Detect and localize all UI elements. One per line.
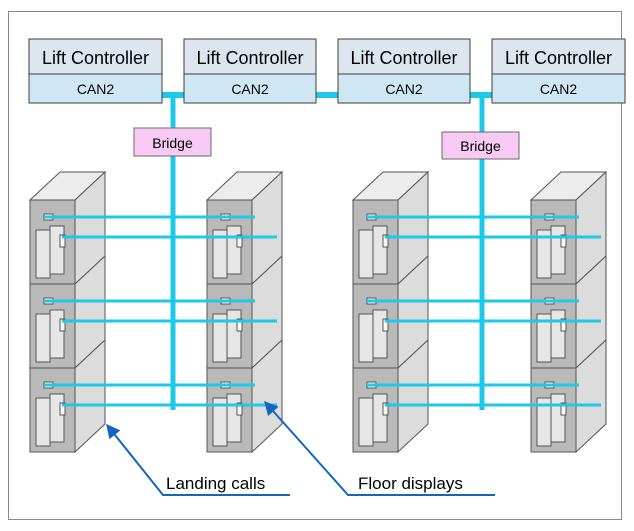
landing-call-panel xyxy=(236,402,243,416)
landing-call-panel xyxy=(560,318,567,332)
floor-cabinet xyxy=(530,254,607,370)
lift-door xyxy=(49,309,65,359)
lift-door xyxy=(35,397,51,447)
lift-door xyxy=(550,309,566,359)
lift-door xyxy=(372,309,388,359)
floor-cabinet xyxy=(352,338,429,454)
cabinet-side xyxy=(397,338,429,454)
lift-door xyxy=(35,313,51,363)
lift-controller-3: Lift Controller CAN2 xyxy=(337,38,471,104)
lift-shaft-4 xyxy=(529,170,608,454)
lift-door xyxy=(358,229,374,279)
lift-door xyxy=(372,225,388,275)
lift-door xyxy=(226,225,242,275)
cabinet-side xyxy=(74,338,106,454)
landing-calls-arrow xyxy=(106,423,290,496)
floor-displays-arrow xyxy=(264,400,495,496)
floor-cabinet xyxy=(29,254,106,370)
landing-call-panel xyxy=(560,234,567,248)
lift-controller-2: Lift Controller CAN2 xyxy=(183,38,317,104)
floor-branches xyxy=(44,215,601,407)
lift-door xyxy=(49,393,65,443)
controller-bus-label: CAN2 xyxy=(231,81,269,97)
controller-bus-label: CAN2 xyxy=(540,81,578,97)
landing-call-panel xyxy=(59,318,66,332)
controller-bus-label: CAN2 xyxy=(77,81,115,97)
lift-door xyxy=(226,393,242,443)
controller-title: Lift Controller xyxy=(42,48,149,68)
controller-title: Lift Controller xyxy=(196,48,303,68)
lift-controller-4: Lift Controller CAN2 xyxy=(491,38,626,104)
lift-door xyxy=(35,229,51,279)
lift-door xyxy=(372,393,388,443)
lift-shaft-2 xyxy=(205,170,284,454)
floor-cabinet xyxy=(29,338,106,454)
floor-cabinet xyxy=(530,170,607,286)
landing-call-panel xyxy=(59,402,66,416)
cabinet-side xyxy=(251,338,283,454)
controller-title: Lift Controller xyxy=(350,48,457,68)
bridge-left: Bridge xyxy=(133,127,212,157)
controller-bus-label: CAN2 xyxy=(385,81,423,97)
landing-calls-callout: Landing calls xyxy=(106,423,290,496)
bridge-label: Bridge xyxy=(152,135,193,151)
lift-shaft-3 xyxy=(351,170,430,454)
floor-cabinet xyxy=(206,170,283,286)
bridge-label: Bridge xyxy=(460,138,501,154)
lift-door xyxy=(358,397,374,447)
floor-displays-label: Floor displays xyxy=(358,474,463,493)
lift-shaft-1 xyxy=(28,170,107,454)
lift-door xyxy=(49,225,65,275)
landing-calls-label: Landing calls xyxy=(166,474,265,493)
cabinet-side xyxy=(575,338,607,454)
floor-cabinet xyxy=(206,254,283,370)
floor-cabinet xyxy=(352,170,429,286)
landing-call-panel xyxy=(382,318,389,332)
lift-door xyxy=(550,225,566,275)
landing-call-panel xyxy=(236,318,243,332)
lift-controller-1: Lift Controller CAN2 xyxy=(28,38,163,104)
lift-door xyxy=(226,309,242,359)
landing-call-panel xyxy=(382,234,389,248)
landing-call-panel xyxy=(236,234,243,248)
landing-call-panel xyxy=(382,402,389,416)
landing-call-panel xyxy=(59,234,66,248)
lift-cabinets xyxy=(28,170,608,454)
floor-displays-callout: Floor displays xyxy=(264,400,495,496)
landing-call-panel xyxy=(560,402,567,416)
lift-door xyxy=(550,393,566,443)
bridge-right: Bridge xyxy=(441,131,520,160)
controller-title: Lift Controller xyxy=(505,48,612,68)
lift-door xyxy=(358,313,374,363)
